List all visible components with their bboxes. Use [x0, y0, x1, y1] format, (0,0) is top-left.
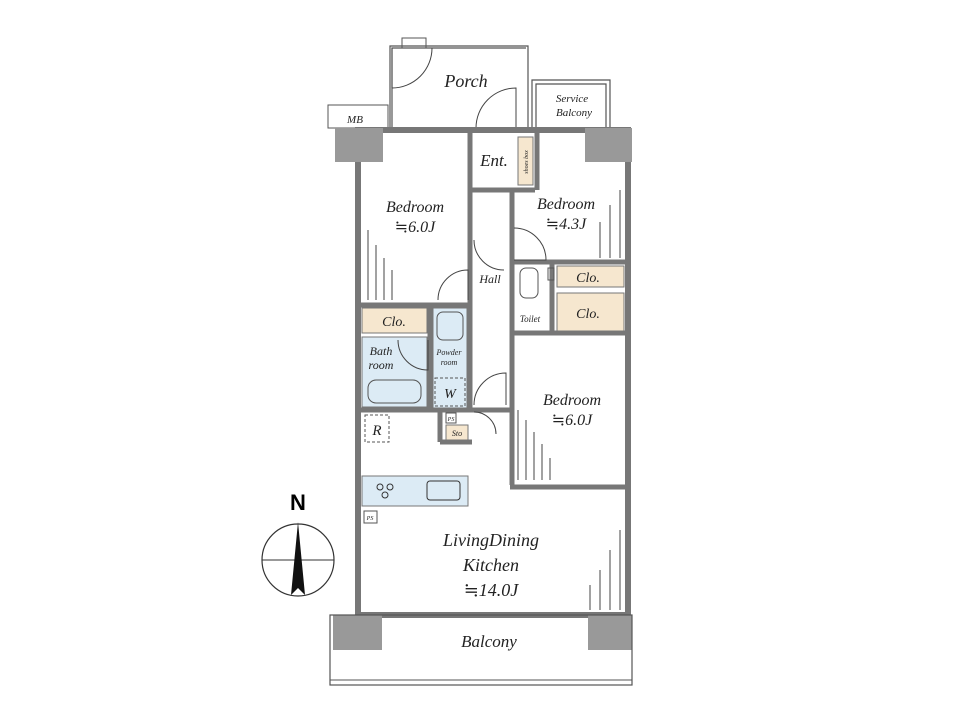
- room-label-balcony: Balcony: [461, 632, 517, 651]
- bedroom-nw-name: Bedroom: [386, 199, 444, 216]
- ps-label-1: PS: [447, 417, 455, 423]
- room-label-porch: Porch: [443, 71, 487, 91]
- bedroom-ne-size: ≒4.3J: [546, 216, 587, 233]
- room-label-bath-2: room: [369, 358, 394, 372]
- room-label-mb: MB: [346, 114, 363, 126]
- ps-label-2: PS: [366, 516, 374, 522]
- sink-icon: [426, 480, 461, 501]
- room-label-powder: Powder: [436, 348, 463, 357]
- washer-label: W: [444, 387, 457, 402]
- room-label-service-balcony: Service: [556, 93, 588, 105]
- refrigerator-label: R: [371, 423, 381, 439]
- porch-area: [327, 37, 611, 129]
- toilet-icon: [519, 267, 539, 299]
- bedroom-se-name: Bedroom: [543, 392, 601, 409]
- ldk-size: ≒14.0J: [464, 580, 520, 600]
- balcony-area: [329, 614, 633, 686]
- ldk-name-2: Kitchen: [462, 555, 519, 575]
- storage-label: Sto: [452, 429, 462, 438]
- closet-label-3: Clo.: [576, 307, 600, 322]
- bedroom-ne-name: Bedroom: [537, 196, 595, 213]
- room-label-hall: Hall: [478, 272, 501, 286]
- room-label-toilet: Toilet: [520, 314, 541, 324]
- bedroom-nw-size: ≒6.0J: [395, 219, 436, 236]
- closet-label-1: Clo.: [382, 315, 406, 330]
- room-label-service-balcony-2: Balcony: [556, 107, 592, 119]
- room-label-powder-2: room: [441, 358, 458, 367]
- stove-icon: [381, 491, 389, 499]
- shoes-box-label: shoes box: [524, 150, 530, 174]
- room-label-bath: Bath: [370, 344, 393, 358]
- room-label-entrance: Ent.: [479, 151, 508, 170]
- closet-label-2: Clo.: [576, 271, 600, 286]
- north-arrow-icon: [291, 522, 305, 595]
- north-compass: N: [261, 490, 335, 597]
- bedroom-se-size: ≒6.0J: [552, 412, 593, 429]
- ldk-name-1: LivingDining: [442, 530, 539, 550]
- north-label: N: [290, 490, 306, 515]
